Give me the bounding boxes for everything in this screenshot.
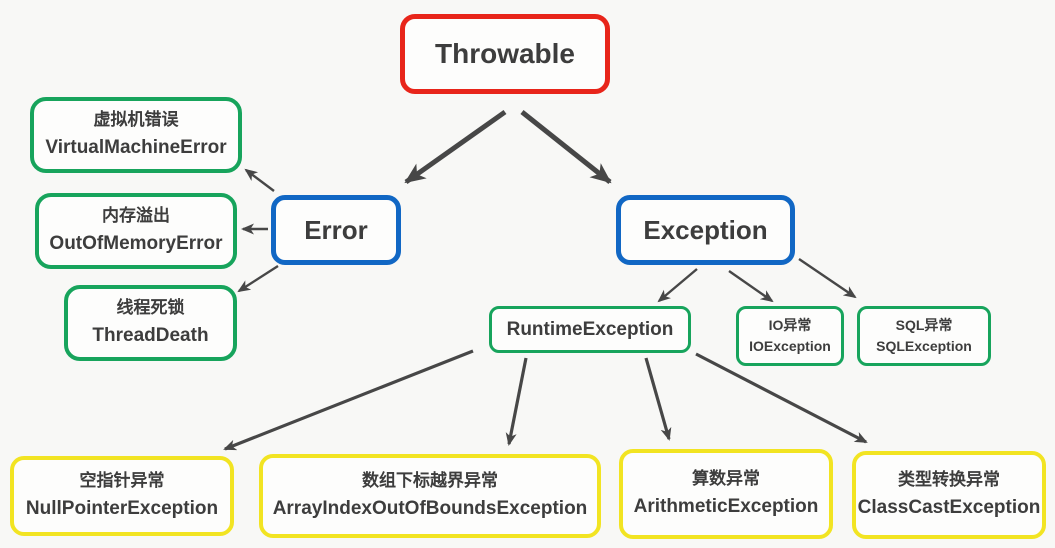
node-error-label: Error xyxy=(304,214,368,245)
node-virtual-machine-error-label-zh: 虚拟机错误 xyxy=(93,110,179,130)
node-out-of-memory-error-label-en: OutOfMemoryError xyxy=(49,233,223,255)
node-array-index-out-of-bounds-exception: 数组下标越界异常 ArrayIndexOutOfBoundsException xyxy=(259,454,601,538)
node-array-index-label-zh: 数组下标越界异常 xyxy=(362,471,498,491)
node-arithmetic-exception: 算数异常 ArithmeticException xyxy=(619,449,833,539)
arrow-error-virtualmachine xyxy=(244,168,275,192)
arrow-exception-runtime xyxy=(657,268,698,303)
node-throwable-label: Throwable xyxy=(434,38,575,70)
node-io-exception: IO异常 IOException xyxy=(736,306,844,366)
node-array-index-label-en: ArrayIndexOutOfBoundsException xyxy=(272,498,588,520)
node-sql-exception-label-en: SQLException xyxy=(876,338,972,354)
arrow-runtime-classcast xyxy=(695,352,868,444)
node-thread-death: 线程死锁 ThreadDeath xyxy=(64,285,237,361)
node-sql-exception: SQL异常 SQLException xyxy=(857,306,991,366)
arrow-exception-sql xyxy=(798,258,857,299)
arrow-throwable-exception xyxy=(520,110,612,184)
arrow-error-threaddeath xyxy=(237,264,279,293)
node-null-pointer-exception: 空指针异常 NullPointerException xyxy=(10,456,234,536)
node-runtime-exception-label: RuntimeException xyxy=(506,318,674,340)
node-error: Error xyxy=(271,195,401,265)
arrow-runtime-nullpointer xyxy=(223,349,474,451)
node-class-cast-exception-label-zh: 类型转换异常 xyxy=(898,470,1000,490)
arrow-exception-io xyxy=(728,270,774,303)
node-null-pointer-exception-label-zh: 空指针异常 xyxy=(79,471,165,491)
node-io-exception-label-zh: IO异常 xyxy=(768,317,812,333)
node-thread-death-label-zh: 线程死锁 xyxy=(116,298,185,318)
node-out-of-memory-error-label-zh: 内存溢出 xyxy=(102,206,170,226)
node-virtual-machine-error-label-en: VirtualMachineError xyxy=(45,137,227,159)
node-exception-label: Exception xyxy=(643,214,768,245)
node-class-cast-exception-label-en: ClassCastException xyxy=(857,497,1041,519)
node-arithmetic-exception-label-en: ArithmeticException xyxy=(633,496,819,518)
node-sql-exception-label-zh: SQL异常 xyxy=(895,317,953,333)
arrow-runtime-arrayindex xyxy=(505,357,528,446)
arrow-throwable-error xyxy=(404,109,507,185)
node-io-exception-label-en: IOException xyxy=(749,338,831,354)
node-out-of-memory-error: 内存溢出 OutOfMemoryError xyxy=(35,193,237,269)
node-thread-death-label-en: ThreadDeath xyxy=(92,325,209,347)
node-arithmetic-exception-label-zh: 算数异常 xyxy=(692,469,760,489)
node-exception: Exception xyxy=(616,195,795,265)
node-runtime-exception: RuntimeException xyxy=(489,306,691,353)
node-throwable: Throwable xyxy=(400,14,610,94)
node-class-cast-exception: 类型转换异常 ClassCastException xyxy=(852,451,1046,539)
node-null-pointer-exception-label-en: NullPointerException xyxy=(25,498,219,520)
node-virtual-machine-error: 虚拟机错误 VirtualMachineError xyxy=(30,97,242,173)
arrow-runtime-arithmetic xyxy=(644,357,672,441)
